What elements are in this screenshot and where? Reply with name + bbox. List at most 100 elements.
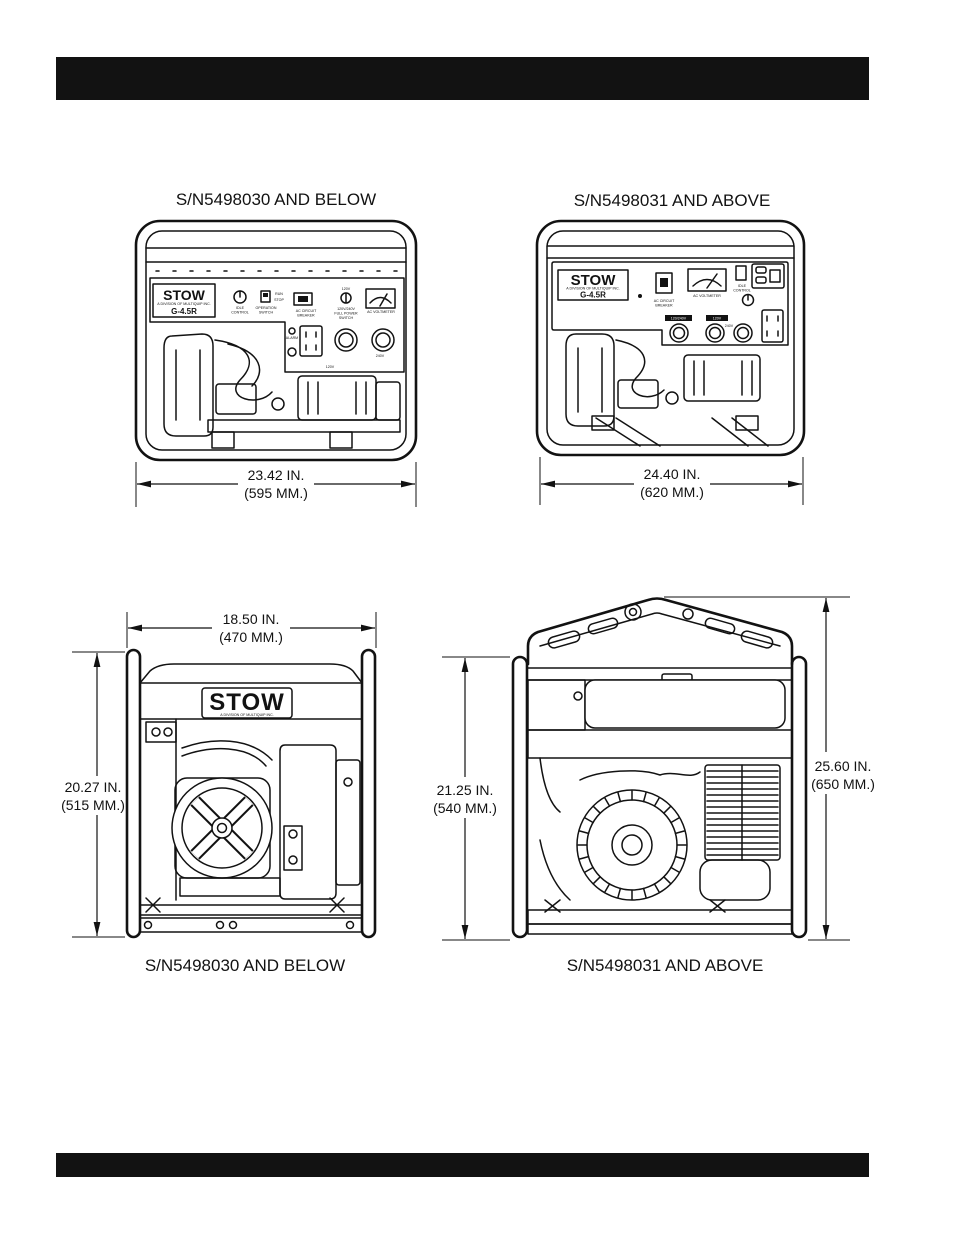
operation-switch-label-line2: SWITCH	[259, 311, 274, 315]
stow-logo-text: STOW	[209, 689, 285, 716]
circuit-breaker	[655, 272, 673, 294]
height-dimension-side-old: 20.27 IN. (515 MM.)	[61, 651, 125, 938]
width-dimension-side-old: 18.50 IN. (470 MM.)	[126, 611, 377, 648]
fin-lines	[706, 764, 779, 861]
frame-post-right	[790, 655, 808, 939]
outlet-badge-120v	[706, 315, 728, 321]
alternator-fan-ring	[586, 799, 678, 891]
rail-hole-2	[215, 920, 225, 930]
width-millimeters: (620 MM.)	[640, 484, 704, 500]
footer-bar	[56, 1153, 869, 1177]
side-bracket-bolt-2	[288, 855, 298, 865]
operation-switch-label-line1: OPERATION	[256, 306, 277, 310]
header-bar	[56, 57, 869, 100]
base-rail	[527, 909, 793, 925]
engine-assembly	[565, 333, 769, 447]
width-dimension-front-old: 23.42 IN. (595 MM.)	[135, 462, 417, 507]
outlet-240v-label: 240V	[376, 354, 385, 358]
engine-assembly	[163, 333, 401, 449]
carburetor	[215, 383, 257, 415]
idle-control-label-line1: IDLE	[236, 306, 245, 310]
bottom-rail	[139, 917, 363, 933]
gfci-slots	[766, 315, 779, 337]
twist-lock-outlet-2-face	[375, 332, 391, 348]
twist-lock-outlet-1	[669, 323, 689, 343]
starter-ribs	[577, 347, 603, 413]
twist-lock-outlet-1-face	[672, 326, 686, 340]
engine-wiring	[579, 770, 701, 781]
vibration-mounts	[145, 897, 345, 913]
stow-logo-text: STOW	[163, 287, 206, 303]
alternator-cooling-teeth	[577, 790, 687, 900]
circuit-breaker-label-line2: BREAKER	[297, 314, 315, 318]
twist-lock-outlet-2-face	[708, 326, 722, 340]
twist-lock-outlet-2	[371, 328, 395, 352]
outer-frame	[134, 219, 418, 462]
switch-run-label: RUN	[275, 292, 283, 296]
wiring-harness	[214, 339, 273, 401]
circuit-breaker-label-line1: AC CIRCUIT	[654, 299, 675, 303]
engine-switch	[735, 265, 747, 281]
outlet-120-240v-label: 120/240V	[671, 317, 687, 321]
frame-post-right	[360, 648, 377, 939]
stow-logo-text: STOW	[571, 272, 617, 289]
gfci-outlet	[761, 309, 784, 343]
logo-tagline: A DIVISION OF MULTIQUIP INC.	[566, 287, 619, 291]
bracket-bolt-1	[151, 727, 161, 737]
operation-switch	[260, 290, 271, 303]
fuel-tank-band	[139, 682, 363, 720]
rail-hole-4	[345, 920, 355, 930]
carburetor	[617, 379, 659, 409]
fan-hub	[211, 817, 233, 839]
inner-frame	[145, 230, 407, 451]
fuel-tank-top	[139, 663, 363, 684]
circuit-breaker-label-line2: BREAKER	[655, 304, 673, 308]
lifting-eye-bolt	[628, 607, 638, 617]
voltmeter-scale	[692, 278, 722, 287]
panel-plate	[551, 261, 789, 346]
alarm-label: ALARM	[286, 336, 298, 340]
logo-tagline: A DIVISION OF MULTIQUIP INC.	[157, 302, 210, 306]
fuel-tank	[584, 679, 786, 729]
frame-band	[527, 729, 793, 759]
control-box-bolt	[343, 777, 353, 787]
outer-frame	[535, 219, 806, 457]
alternator-fan-ring	[181, 787, 263, 869]
model-number: G-4.5R	[580, 291, 606, 300]
fuel-valve	[271, 397, 285, 411]
front-view-old: S/N5498030 AND BELOW	[134, 190, 418, 507]
alternator-hub	[611, 824, 653, 866]
outlet-slots	[305, 331, 317, 351]
logo-tagline: A DIVISION OF MULTIQUIP INC.	[220, 713, 273, 717]
mount-foot-right	[329, 431, 353, 449]
recoil-starter	[565, 333, 615, 427]
generator-front-old-drawing: STOW A DIVISION OF MULTIQUIP INC. G-4.5R…	[134, 219, 418, 462]
alternator-housing	[576, 789, 688, 901]
fan-hub-bolt	[216, 822, 228, 834]
cage-hole	[682, 608, 694, 620]
wiring-harness	[615, 339, 665, 398]
width-inches: 24.40 IN.	[644, 466, 701, 482]
side-bracket	[283, 825, 303, 871]
voltmeter-needle	[379, 293, 388, 307]
end-cover	[375, 381, 401, 421]
overall-height-dimension-side-new: 25.60 IN. (650 MM.)	[664, 596, 875, 941]
serial-label-side-new: S/N5498031 AND ABOVE	[567, 956, 764, 975]
rail-hole-1	[143, 920, 153, 930]
full-power-switch-label-line1: 120V/240V	[337, 307, 355, 311]
lifting-eye	[624, 603, 642, 621]
outlet-120v-label: 120V	[713, 317, 722, 321]
frame-corner-block	[527, 679, 586, 731]
alternator	[683, 354, 761, 402]
side-view-old: STOW A DIVISION OF MULTIQUIP INC.	[61, 611, 377, 975]
lift-slot-4	[740, 630, 774, 649]
mount-foot-left	[211, 431, 235, 449]
switch-stop-label: STOP	[274, 298, 284, 302]
serial-label-front-new: S/N5498031 AND ABOVE	[574, 191, 771, 210]
engine-crankcase	[699, 859, 771, 901]
panel-screw	[638, 294, 642, 298]
control-box	[279, 744, 337, 900]
control-panel-new: STOW A DIVISION OF MULTIQUIP INC. G-4.5R…	[551, 261, 789, 346]
frame-height-inches: 21.25 IN.	[437, 782, 494, 798]
